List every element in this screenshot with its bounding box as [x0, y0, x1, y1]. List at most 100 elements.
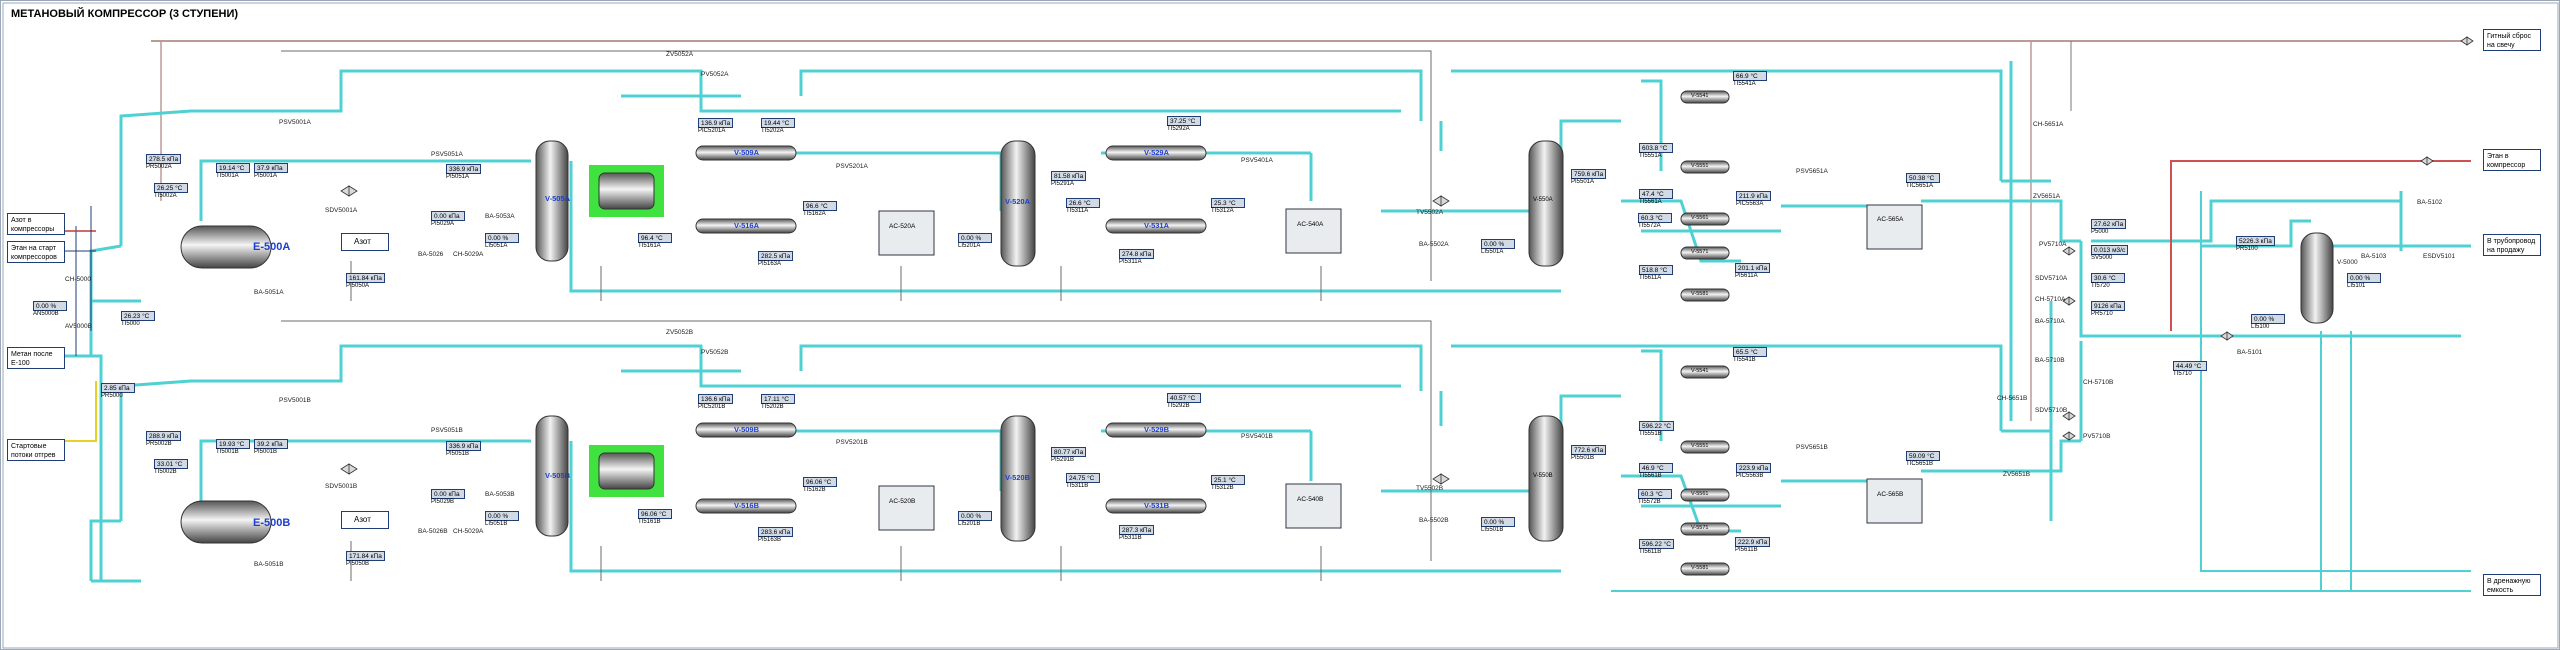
vessel-v509b[interactable]: V-509B — [734, 425, 760, 434]
cooler-ac565a[interactable]: AC-565A — [1877, 216, 1904, 223]
a-tr5161-value[interactable]: 96.4 °C — [638, 233, 672, 243]
vessel-v531a[interactable]: V-531A — [1144, 221, 1170, 230]
b-pr5611-value[interactable]: 222.9 кПа — [1735, 537, 1771, 547]
vessel-v5541b[interactable]: V-5541 — [1691, 368, 1709, 374]
a-pr5051-value[interactable]: 336.9 кПа — [446, 164, 482, 174]
vessel-v505a[interactable]: V-505A — [545, 194, 571, 203]
nitrogen-box-b[interactable]: Азот — [341, 511, 389, 529]
vessel-v531b[interactable]: V-531B — [1144, 501, 1170, 510]
a-pr5163-value[interactable]: 282.5 кПа — [758, 251, 794, 261]
a-tr5292-value[interactable]: 37.25 °C — [1167, 116, 1201, 126]
b-tr5002-value[interactable]: 33.01 °C — [154, 459, 188, 469]
a-tr5002-value[interactable]: 26.25 °C — [154, 183, 188, 193]
b-pr5002-value[interactable]: 288.9 кПа — [146, 431, 182, 441]
start-flows-inlet-box[interactable]: Стартовые потоки отгрев — [7, 439, 65, 461]
b-tr5541-value[interactable]: 65.5 °C — [1733, 347, 1767, 357]
vessel-v5571b[interactable]: V-5571 — [1691, 525, 1709, 531]
a-lr5501-value[interactable]: 0.00 % — [1481, 239, 1515, 249]
cooler-ac565b[interactable]: AC-565B — [1877, 491, 1904, 498]
vessel-e500b[interactable]: E-500B — [253, 517, 291, 529]
vessel-v516b[interactable]: V-516B — [734, 501, 760, 510]
vessel-v529a[interactable]: V-529A — [1144, 148, 1170, 157]
cooler-ac520a[interactable]: AC-520A — [889, 223, 916, 230]
ethane-outlet-box[interactable]: Этан в компрессор — [2483, 149, 2541, 171]
b-pr5051-value[interactable]: 336.9 кПа — [446, 441, 482, 451]
b-tr5312-value[interactable]: 25.1 °C — [1211, 475, 1245, 485]
b-pr5201-value[interactable]: 136.6 кПа — [698, 394, 734, 404]
b-pr5029-value[interactable]: 0.00 кПа — [431, 489, 465, 499]
b-lr5201-value[interactable]: 0.00 % — [958, 511, 992, 521]
a-pr5563-value[interactable]: 211.9 кПа — [1736, 191, 1771, 201]
b-tr5572-value[interactable]: 60.3 °C — [1638, 489, 1672, 499]
a-tr5541-value[interactable]: 66.9 °C — [1733, 71, 1767, 81]
c-tr5720-value[interactable]: 30.6 °C — [2091, 273, 2125, 283]
vessel-v5551b[interactable]: V-5551 — [1691, 443, 1709, 449]
pipeline-outlet-box[interactable]: В трубопровод на продажу — [2483, 234, 2541, 256]
vessel-v520a[interactable]: V-520A — [1005, 197, 1031, 206]
b-pr5563-value[interactable]: 223.9 кПа — [1736, 463, 1772, 473]
a-tr5561-value[interactable]: 47.4 °C — [1639, 189, 1673, 199]
drain-outlet-box[interactable]: В дренажную емкость — [2483, 574, 2541, 596]
a-tr5611-value[interactable]: 518.8 °C — [1639, 265, 1673, 275]
a-tr5311-value[interactable]: 26.6 °C — [1066, 198, 1100, 208]
vessel-v550a[interactable]: V-550A — [1533, 197, 1553, 203]
c-pr5100-value[interactable]: 5226.3 кПа — [2236, 236, 2275, 246]
a-pr5002-value[interactable]: 278.5 кПа — [146, 154, 182, 164]
a-pr5201-value[interactable]: 136.9 кПа — [698, 118, 734, 128]
vessel-v520b[interactable]: V-520B — [1005, 473, 1031, 482]
nitrogen-inlet-box[interactable]: Азот в компрессоры — [7, 213, 65, 235]
a-pr5291-value[interactable]: 81.58 кПа — [1051, 171, 1087, 181]
cooler-ac540b[interactable]: AC-540B — [1297, 496, 1324, 503]
b-tr5561-value[interactable]: 46.9 °C — [1639, 463, 1673, 473]
vessel-v505b[interactable]: V-505B — [545, 471, 571, 480]
c-tr5710-value[interactable]: 44.49 °C — [2173, 361, 2207, 371]
b-pr5050-value[interactable]: 171.84 кПа — [346, 551, 385, 561]
c-pr5000-value[interactable]: 2.85 кПа — [101, 383, 135, 393]
c-lr5101-value[interactable]: 0.00 % — [2347, 273, 2381, 283]
vessel-v509a[interactable]: V-509A — [734, 148, 760, 157]
vessel-e500a[interactable]: E-500A — [253, 241, 291, 253]
b-lr5051-value[interactable]: 0.00 % — [485, 511, 519, 521]
a-tr5162-value[interactable]: 96.6 °C — [803, 201, 837, 211]
cooler-ac520b[interactable]: AC-520B — [889, 498, 916, 505]
a-tr5001-value[interactable]: 19.14 °C — [216, 163, 250, 173]
c-sv5000-value[interactable]: 0.013 м3/с — [2091, 245, 2129, 255]
methane-inlet-box[interactable]: Метан после Е-100 — [7, 347, 65, 369]
vessel-v529b[interactable]: V-529B — [1144, 425, 1170, 434]
a-pr5001-value[interactable]: 37.9 кПа — [254, 163, 288, 173]
b-lr5501-value[interactable]: 0.00 % — [1481, 517, 1515, 527]
a-pr5050-value[interactable]: 161.84 кПа — [346, 273, 385, 283]
b-tr5311-value[interactable]: 24.75 °C — [1066, 473, 1100, 483]
b-tr5162-value[interactable]: 96.06 °C — [803, 477, 837, 487]
vessel-v5581a[interactable]: V-5581 — [1691, 291, 1709, 297]
b-tr5161-value[interactable]: 96.06 °C — [638, 509, 672, 519]
c-tr5000-value[interactable]: 26.23 °C — [121, 311, 155, 321]
vessel-v516a[interactable]: V-516A — [734, 221, 760, 230]
b-tr5001-value[interactable]: 19.93 °C — [216, 439, 250, 449]
vessel-v5571a[interactable]: V-5571 — [1691, 249, 1709, 255]
b-pr5501-value[interactable]: 772.6 кПа — [1571, 445, 1607, 455]
vessel-v5551a[interactable]: V-5551 — [1691, 163, 1709, 169]
b-tr5611-value[interactable]: 596.22 °C — [1639, 539, 1674, 549]
b-tr5292-value[interactable]: 40.57 °C — [1167, 393, 1201, 403]
b-tr5202-value[interactable]: 17.11 °C — [761, 394, 795, 404]
a-tr5551-value[interactable]: 603.8 °C — [1639, 143, 1673, 153]
a-pr5311-value[interactable]: 274.8 кПа — [1119, 249, 1155, 259]
b-pr5311-value[interactable]: 287.3 кПа — [1119, 525, 1155, 535]
vessel-v5541a[interactable]: V-5541 — [1691, 93, 1709, 99]
vessel-v5561b[interactable]: V-5561 — [1691, 491, 1709, 497]
b-pr5163-value[interactable]: 283.6 кПа — [758, 527, 794, 537]
nitrogen-box-a[interactable]: Азот — [341, 233, 389, 251]
a-tr5202-value[interactable]: 19.44 °C — [761, 118, 795, 128]
c-pr5710-value[interactable]: 9126 кПа — [2091, 301, 2125, 311]
a-pr5029-value[interactable]: 0.00 кПа — [431, 211, 465, 221]
c-an5000-value[interactable]: 0.00 % — [33, 301, 67, 311]
vessel-v5561a[interactable]: V-5561 — [1691, 215, 1709, 221]
vessel-v550b[interactable]: V-550B — [1533, 473, 1553, 479]
c-lr5100-value[interactable]: 0.00 % — [2251, 314, 2285, 324]
a-tr5312-value[interactable]: 25.3 °C — [1211, 198, 1245, 208]
b-pr5291-value[interactable]: 80.77 кПа — [1051, 447, 1087, 457]
cooler-ac540a[interactable]: AC-540A — [1297, 221, 1324, 228]
a-lr5051-value[interactable]: 0.00 % — [485, 233, 519, 243]
ethane-start-inlet-box[interactable]: Этан на старт компрессоров — [7, 241, 65, 263]
